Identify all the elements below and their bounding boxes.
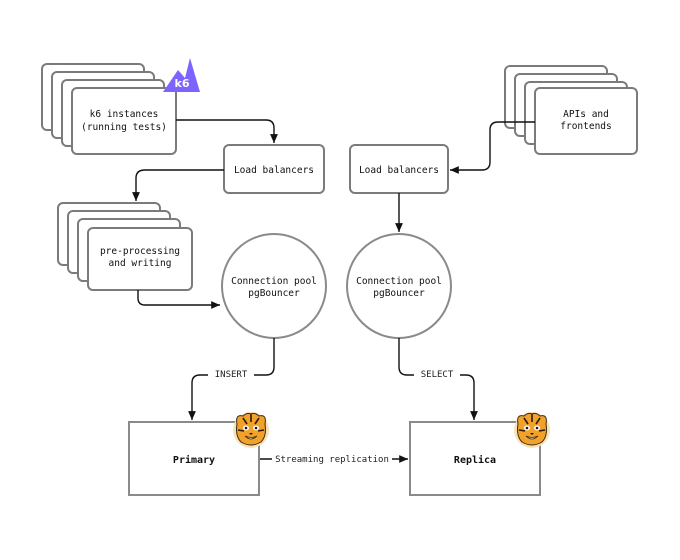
tiger-icon [232,411,270,449]
connection-pool-right-node: Connection pool pgBouncer [346,233,452,339]
connection-pool-left-label-line2: pgBouncer [248,288,300,299]
apis-label-line2: frontends [560,121,611,132]
connection-pool-right-label-line2: pgBouncer [373,288,425,299]
k6-instances-node: k6 instances (running tests) [41,63,177,155]
edge-label-insert: INSERT [215,370,248,380]
replica-node: Replica [409,421,541,496]
edge-k6-to-lb [176,119,278,143]
edge-apis-to-lb [450,121,535,174]
connection-pool-left-label-line1: Connection pool [231,276,317,287]
apis-frontends-node: APIs and frontends [504,65,638,155]
preprocessing-node: pre-processing and writing [57,202,193,291]
k6-logo: k6 [163,58,200,92]
preprocessing-label-line1: pre-processing [100,246,180,257]
replica-label: Replica [454,454,496,466]
k6-instances-label-line2: (running tests) [81,122,167,133]
k6-instances-label-line1: k6 instances [90,109,159,120]
preprocessing-label-line2: and writing [109,258,172,269]
connection-pool-right-label-line1: Connection pool [356,276,442,287]
tiger-icon [513,411,551,449]
primary-label: Primary [173,454,215,466]
load-balancers-left-node: Load balancers [223,144,325,194]
edge-preprocessing-to-pool [137,290,220,309]
connection-pool-left-node: Connection pool pgBouncer [221,233,327,339]
load-balancers-right-node: Load balancers [349,144,449,194]
edge-label-replication: Streaming replication [275,455,389,465]
edge-lb-to-preprocessing [132,169,224,201]
edge-label-select: SELECT [421,370,454,380]
load-balancers-right-label: Load balancers [359,165,439,176]
k6-logo-text: k6 [175,77,190,90]
apis-label-line1: APIs and [563,109,609,120]
load-balancers-left-label: Load balancers [234,165,314,176]
